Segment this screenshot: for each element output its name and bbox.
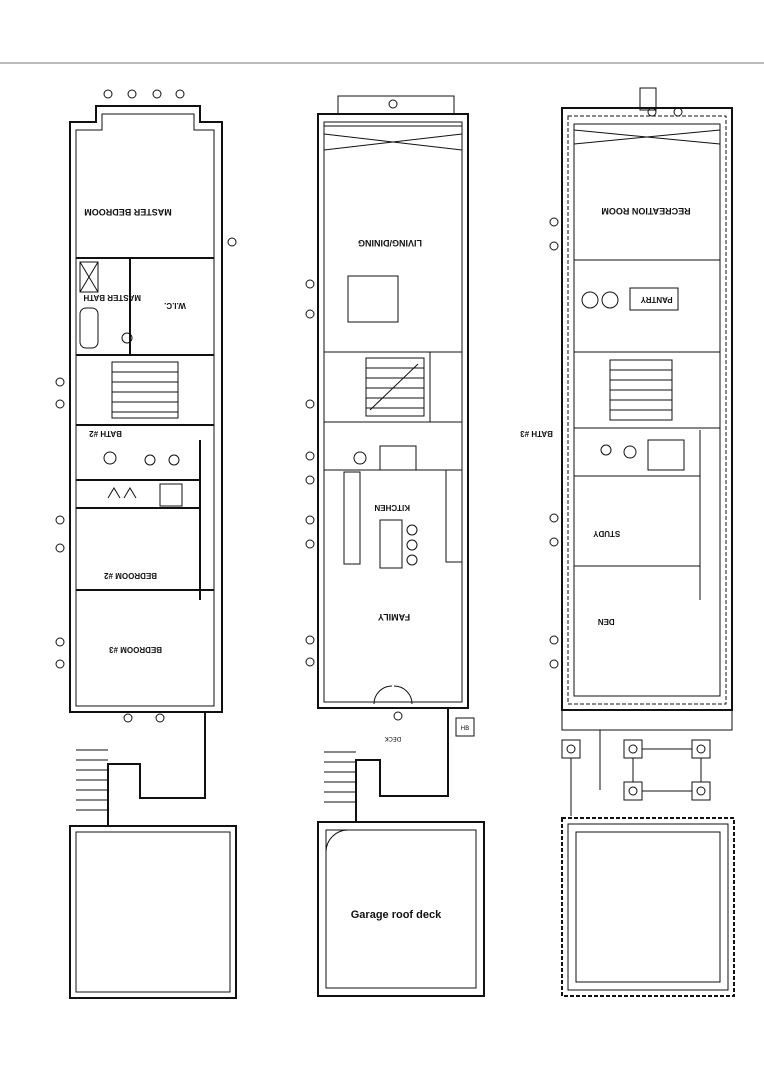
main-deck	[318, 707, 449, 823]
dining-table	[347, 275, 399, 323]
lower-floor-outer-wall	[561, 107, 733, 711]
toilet	[121, 332, 133, 344]
bar-stool	[406, 524, 418, 536]
garage-roof-deck-outline	[317, 821, 485, 997]
closet-doors	[107, 487, 137, 499]
room-label-pantry: PANTRY	[640, 295, 673, 304]
main-deck-stairs	[324, 751, 356, 803]
lower-floor-plan	[561, 87, 735, 997]
patio-doors	[373, 685, 413, 705]
upper-garage-outline	[69, 825, 237, 999]
tall-cabinet	[445, 469, 463, 563]
sink	[144, 454, 156, 466]
upper-deck	[70, 711, 206, 827]
main-stairs	[365, 357, 425, 417]
garage-roof-deck-label: Garage roof deck	[351, 909, 442, 921]
garage-door-swing	[325, 829, 349, 853]
furnace	[601, 291, 619, 309]
upper-floor-plan	[69, 105, 237, 999]
lower-floor-labels: RECREATION ROOM PANTRY BATH #3 STUDY DEN	[520, 206, 691, 626]
room-label-kitchen: KITCHEN	[374, 503, 410, 512]
sink	[623, 445, 637, 459]
room-label-deck: DECK	[384, 735, 402, 742]
room-label-living-dining: LIVING/DINING	[358, 238, 422, 248]
lower-floor-inner-wall	[573, 123, 721, 697]
bathtub	[79, 307, 99, 349]
kitchen-island	[379, 519, 403, 569]
closet	[159, 483, 183, 507]
deck-piers	[561, 730, 711, 816]
shower	[647, 439, 685, 471]
room-label-family: FAMILY	[378, 612, 410, 622]
upper-floor-outer-wall	[69, 105, 223, 713]
room-label-wic: W.I.C.	[164, 301, 186, 310]
room-label-bedroom-2: BEDROOM #2	[104, 571, 157, 580]
lower-garage-inner	[575, 831, 721, 983]
sink	[168, 454, 180, 466]
room-label-bath-2: BATH #2	[89, 429, 122, 438]
room-label-master-bedroom: MASTER BEDROOM	[84, 207, 172, 217]
lower-bay	[639, 87, 657, 111]
kitchen-counter	[343, 471, 361, 565]
refrigerator	[379, 445, 417, 471]
room-label-recreation-room: RECREATION ROOM	[601, 206, 690, 216]
main-floor-plan	[317, 95, 485, 997]
pantry-shelving	[629, 287, 679, 311]
hose-bib-box	[455, 717, 475, 737]
upper-garage-inner	[75, 831, 231, 993]
bar-stool	[406, 539, 418, 551]
powder-sink	[353, 451, 367, 465]
upper-stairs	[111, 361, 179, 419]
room-label-bedroom-3: BEDROOM #3	[109, 645, 162, 654]
upper-floor-labels: MASTER BEDROOM MASTER BATH W.I.C. BATH #…	[83, 207, 186, 654]
electrical-markers	[55, 89, 683, 723]
lower-floor-foundation	[567, 115, 727, 705]
water-heater	[581, 291, 599, 309]
sink	[103, 451, 117, 465]
hose-bib-label: HB	[461, 725, 470, 732]
room-label-master-bath: MASTER BATH	[83, 293, 141, 302]
room-label-den: DEN	[598, 617, 615, 626]
upper-floor-inner-wall	[75, 113, 215, 707]
lower-stairs	[609, 359, 673, 421]
shower	[79, 261, 99, 293]
lower-garage-outline	[561, 817, 735, 997]
toilet	[600, 444, 612, 456]
main-floor-inner-wall	[323, 121, 463, 703]
main-floor-labels: LIVING/DINING KITCHEN FAMILY DECK HB Gar…	[351, 238, 470, 921]
room-label-study: STUDY	[592, 529, 620, 538]
upper-deck-stairs	[76, 749, 108, 811]
bar-stool	[406, 554, 418, 566]
lower-rear-slab	[561, 709, 733, 731]
front-bay	[337, 95, 455, 115]
garage-roof-deck-inner	[325, 829, 477, 989]
room-label-bath-3: BATH #3	[520, 429, 553, 438]
lower-garage-wall	[567, 823, 729, 991]
